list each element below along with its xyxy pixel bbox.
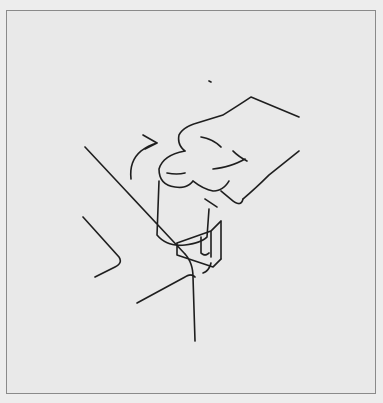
- appliance-body: [83, 147, 195, 341]
- tick-mark: [209, 81, 211, 82]
- fitting-bracket: [177, 221, 221, 273]
- knob: [157, 181, 209, 245]
- hand: [159, 97, 299, 207]
- illustration-panel: [6, 10, 376, 394]
- hand-turning-fitting-icon: [7, 11, 377, 395]
- rotation-arrow-icon: [131, 135, 157, 179]
